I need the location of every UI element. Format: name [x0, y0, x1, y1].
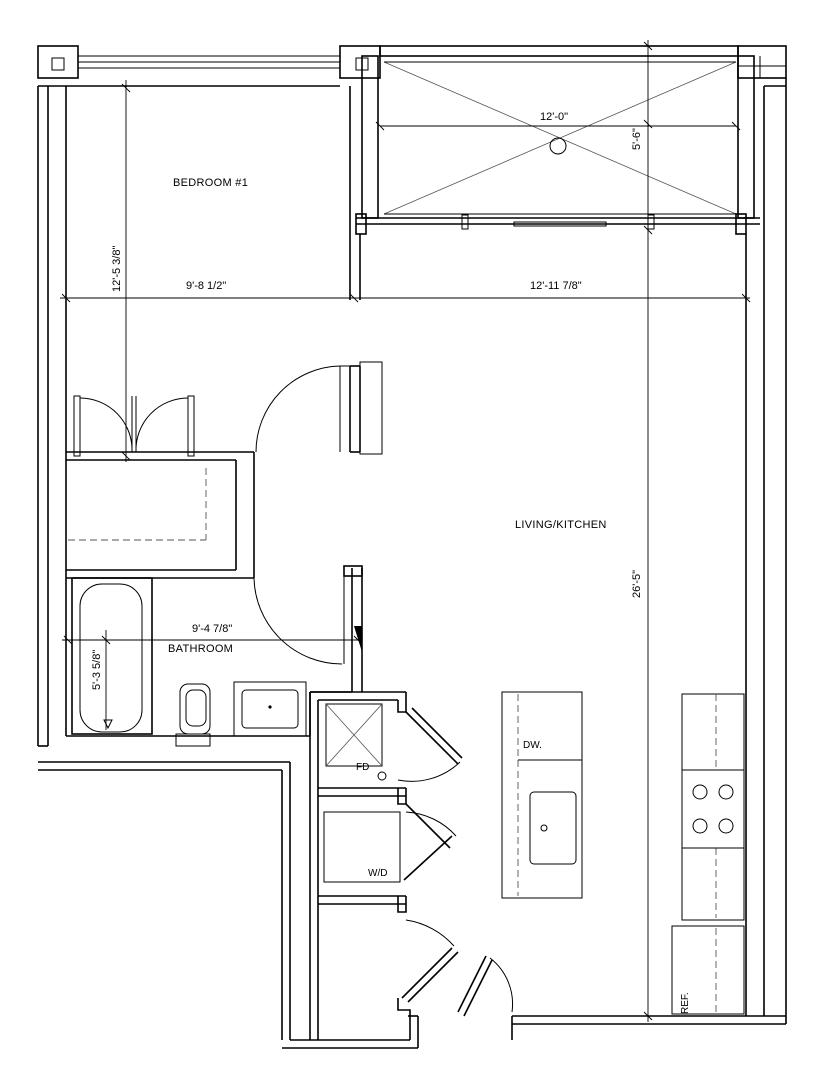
fd-label: FD	[356, 762, 369, 773]
balcony-width-dimension: 12'-0"	[540, 111, 568, 123]
dishwasher-label: DW.	[523, 740, 542, 751]
washer-dryer-label: W/D	[368, 868, 387, 879]
bedroom-walls	[66, 86, 383, 579]
refrigerator-label: REF.	[680, 992, 691, 1014]
living-depth-dimension: 26'-5"	[631, 570, 643, 598]
living-width-dimension: 12'-11 7/8"	[530, 280, 582, 292]
balcony	[355, 45, 787, 235]
bath-depth-dimension: 5'-3 5/8"	[91, 650, 103, 690]
utility-closets	[309, 691, 514, 1048]
living-kitchen-label: LIVING/KITCHEN	[515, 519, 607, 531]
bathroom-label: BATHROOM	[168, 643, 233, 655]
bedroom-width-dimension: 9'-8 1/2"	[186, 280, 226, 292]
bedroom-depth-dimension: 12'-5 3/8"	[111, 246, 123, 292]
balcony-depth-dimension: 5'-6"	[631, 128, 643, 150]
bath-width-dimension: 9'-4 7/8"	[192, 623, 232, 635]
dimension-lines	[60, 40, 751, 1022]
bathroom	[66, 565, 363, 747]
exterior-walls	[37, 78, 787, 1049]
bedroom-label: BEDROOM #1	[173, 177, 248, 189]
kitchen	[501, 691, 745, 1015]
bedroom-top-wall	[37, 45, 381, 87]
